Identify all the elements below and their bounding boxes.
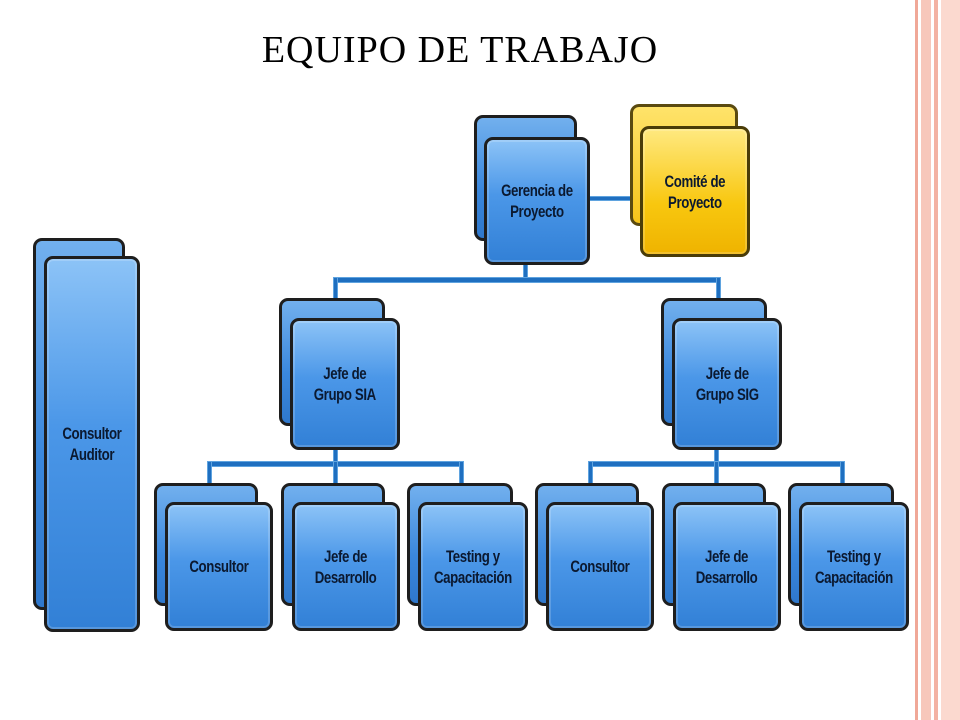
node-box: Testing y Capacitación [418, 502, 528, 631]
node-label: Jefe de Desarrollo [696, 546, 758, 587]
node-box: Testing y Capacitación [799, 502, 909, 631]
slide-title: EQUIPO DE TRABAJO [261, 29, 659, 71]
node-label: Consultor Auditor [62, 424, 122, 464]
node-label: Consultor [189, 557, 249, 576]
node-sig-testing-capacitacion: Testing y Capacitación [788, 483, 910, 633]
node-label: Jefe de Grupo SIA [313, 364, 377, 404]
node-box: Comité de Proyecto [640, 126, 750, 257]
node-sia-jefe-desarrollo: Jefe de Desarrollo [281, 483, 401, 633]
node-box: Jefe de Grupo SIG [672, 318, 782, 450]
node-label: Gerencia de Proyecto [501, 181, 573, 221]
node-sia-consultor: Consultor [154, 483, 274, 633]
node-comite-de-proyecto: Comité de Proyecto [630, 104, 752, 259]
decorative-stripe [915, 0, 918, 720]
node-consultor-auditor: Consultor Auditor [33, 238, 141, 633]
node-box: Consultor [546, 502, 654, 631]
node-label: Comité de Proyecto [664, 171, 726, 212]
node-label: Testing y Capacitación [815, 546, 893, 587]
node-jefe-grupo-sig: Jefe de Grupo SIG [661, 298, 783, 453]
decorative-stripe [921, 0, 931, 720]
decorative-stripe [934, 0, 938, 720]
org-chart: Gerencia de Proyecto Comité de Proyecto … [33, 104, 910, 633]
node-jefe-grupo-sia: Jefe de Grupo SIA [279, 298, 401, 453]
node-box: Consultor Auditor [44, 256, 140, 632]
node-box: Consultor [165, 502, 273, 631]
node-box: Jefe de Desarrollo [673, 502, 781, 631]
node-label: Consultor [570, 557, 630, 576]
node-sig-consultor: Consultor [535, 483, 655, 633]
node-box: Jefe de Grupo SIA [290, 318, 400, 450]
node-sig-jefe-desarrollo: Jefe de Desarrollo [662, 483, 782, 633]
node-label: Testing y Capacitación [434, 546, 512, 587]
connector-level2-bar [333, 277, 721, 283]
node-sia-testing-capacitacion: Testing y Capacitación [407, 483, 529, 633]
node-label: Jefe de Grupo SIG [695, 364, 759, 404]
decorative-stripe [941, 0, 960, 720]
node-box: Gerencia de Proyecto [484, 137, 590, 265]
node-label: Jefe de Desarrollo [315, 546, 377, 587]
node-box: Jefe de Desarrollo [292, 502, 400, 631]
node-gerencia-de-proyecto: Gerencia de Proyecto [474, 115, 592, 267]
